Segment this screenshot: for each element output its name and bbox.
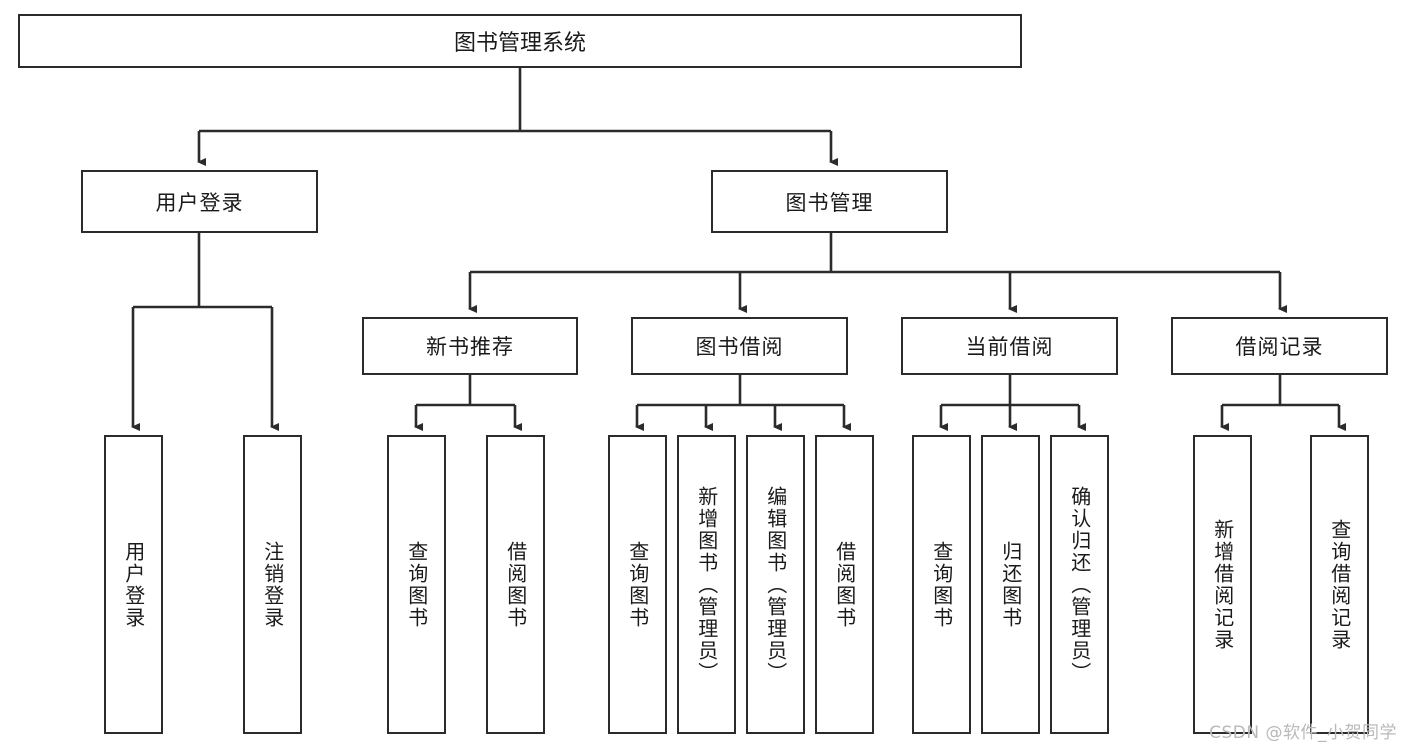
- node-label: 查询图书: [404, 540, 429, 629]
- node-label: 借阅记录: [1235, 335, 1324, 359]
- leaf-query-book-borrow[interactable]: 查询图书: [608, 435, 667, 734]
- node-borrow-records[interactable]: 借阅记录: [1171, 317, 1388, 375]
- node-book-management[interactable]: 图书管理: [711, 170, 948, 233]
- leaf-borrow-book[interactable]: 借阅图书: [815, 435, 874, 734]
- node-label: 注销登录: [260, 540, 285, 629]
- node-label: 图书管理: [785, 190, 874, 215]
- leaf-add-book-admin[interactable]: 新增图书（管理员）: [677, 435, 736, 734]
- leaf-edit-book-admin[interactable]: 编辑图书（管理员）: [746, 435, 805, 734]
- leaf-borrow-book-recommend[interactable]: 借阅图书: [486, 435, 545, 734]
- node-label: 用户登录: [155, 190, 244, 215]
- node-label: 新书推荐: [426, 335, 514, 359]
- node-current-borrow[interactable]: 当前借阅: [901, 317, 1118, 375]
- node-label: 借阅图书: [832, 540, 857, 629]
- node-new-book-recommend[interactable]: 新书推荐: [362, 317, 578, 375]
- node-label: 图书管理系统: [453, 31, 586, 56]
- node-label: 查询图书: [625, 540, 650, 629]
- leaf-add-borrow-record[interactable]: 新增借阅记录: [1193, 435, 1252, 734]
- leaf-user-login[interactable]: 用户登录: [104, 435, 163, 734]
- node-label: 图书借阅: [695, 335, 784, 359]
- node-label: 编辑图书（管理员）: [763, 485, 788, 684]
- node-book-borrow[interactable]: 图书借阅: [631, 317, 848, 375]
- node-label: 查询借阅记录: [1327, 518, 1352, 651]
- leaf-query-book-recommend[interactable]: 查询图书: [387, 435, 446, 734]
- node-label: 查询图书: [929, 540, 954, 629]
- leaf-confirm-return-admin[interactable]: 确认归还（管理员）: [1050, 435, 1109, 734]
- node-label: 归还图书: [998, 540, 1023, 629]
- node-label: 新增借阅记录: [1210, 518, 1235, 651]
- csdn-watermark: CSDN @软件_小贺同学: [1209, 723, 1397, 743]
- leaf-return-book[interactable]: 归还图书: [981, 435, 1040, 734]
- node-label: 当前借阅: [965, 335, 1054, 359]
- leaf-query-book-current[interactable]: 查询图书: [912, 435, 971, 734]
- node-label: 借阅图书: [503, 540, 528, 629]
- node-label: 确认归还（管理员）: [1067, 485, 1092, 684]
- node-label: 用户登录: [121, 540, 146, 629]
- node-root-book-management-system[interactable]: 图书管理系统: [18, 14, 1022, 68]
- leaf-query-borrow-record[interactable]: 查询借阅记录: [1310, 435, 1369, 734]
- leaf-logout[interactable]: 注销登录: [243, 435, 302, 734]
- node-user-login[interactable]: 用户登录: [81, 170, 318, 233]
- node-label: 新增图书（管理员）: [694, 485, 719, 684]
